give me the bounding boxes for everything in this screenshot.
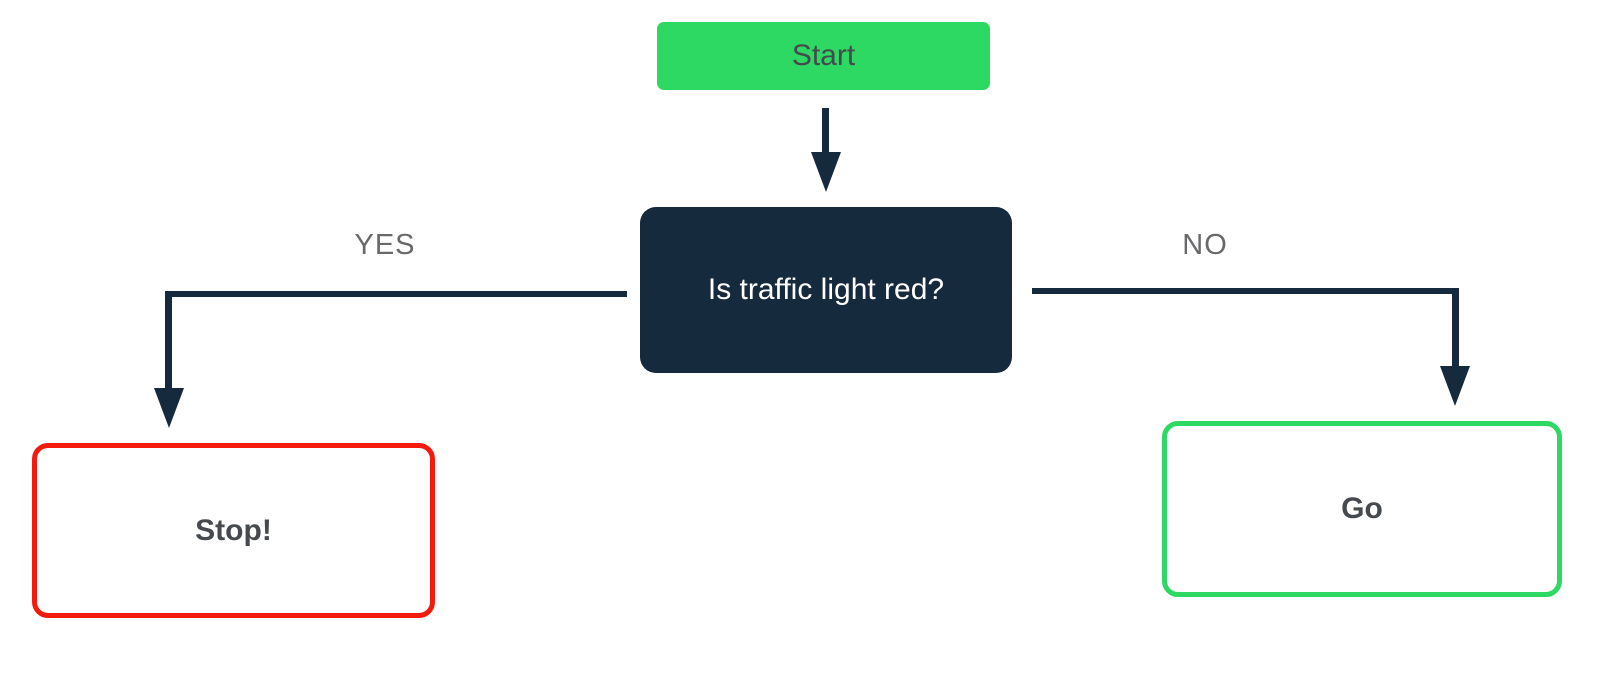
arrow-down-icon	[1440, 366, 1470, 406]
yes-edge-label: YES	[354, 229, 416, 261]
arrow-down-icon	[154, 388, 184, 428]
yes-connector-horizontal	[166, 291, 627, 297]
start-node: Start	[657, 22, 990, 90]
decision-node-label: Is traffic light red?	[707, 273, 945, 306]
no-connector-vertical	[1452, 288, 1459, 370]
stop-node: Stop!	[32, 443, 435, 618]
start-node-label: Start	[791, 39, 856, 72]
no-connector-horizontal	[1032, 288, 1458, 294]
go-node-label: Go	[1341, 492, 1383, 525]
stop-node-label: Stop!	[195, 513, 272, 547]
start-to-decision-connector	[822, 108, 829, 156]
arrow-down-icon	[811, 152, 841, 192]
go-node: Go	[1162, 421, 1562, 597]
no-edge-label: NO	[1182, 229, 1228, 261]
yes-connector-vertical	[165, 291, 172, 391]
decision-node: Is traffic light red?	[640, 207, 1012, 373]
